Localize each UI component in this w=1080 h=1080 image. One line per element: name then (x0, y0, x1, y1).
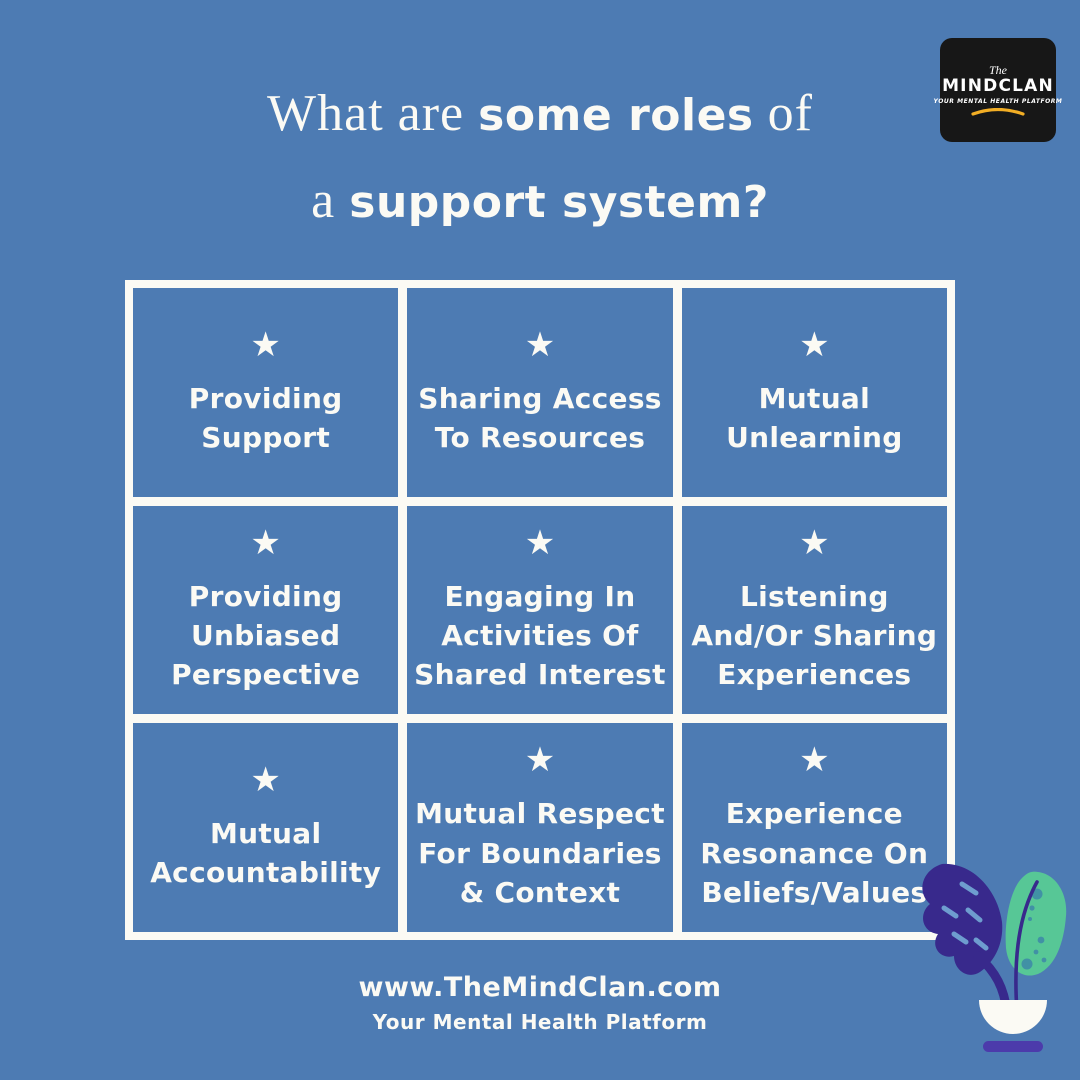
grid-cell-mutual-unlearning: ★ Mutual Unlearning (681, 288, 947, 497)
grid-cell-sharing-access: ★ Sharing Access To Resources (407, 288, 673, 497)
title-marker-text: some roles (478, 90, 754, 141)
footer-tagline: Your Mental Health Platform (372, 1010, 708, 1034)
title-serif-text: What are (267, 85, 479, 142)
star-icon: ★ (250, 324, 281, 365)
footer-url: www.TheMindClan.com (358, 972, 722, 1003)
cell-label: Experience Resonance On Beliefs/Values (700, 797, 929, 909)
title-serif-text: of (753, 85, 813, 142)
title-marker-text: support system? (349, 177, 769, 228)
cell-label: Providing Unbiased Perspective (171, 579, 361, 692)
star-icon: ★ (799, 522, 830, 563)
plant-illustration (922, 863, 1067, 1052)
cell-label: Mutual Unlearning (726, 381, 903, 454)
grid-cell-listening-sharing: ★ Listening And/Or Sharing Experiences (681, 505, 947, 715)
cell-label: Listening And/Or Sharing Experiences (691, 579, 938, 692)
cell-label: Engaging In Activities Of Shared Interes… (414, 579, 666, 692)
grid-cell-mutual-accountability: ★ Mutual Accountability (133, 723, 399, 932)
star-icon: ★ (524, 740, 556, 781)
plant-pot (979, 1000, 1047, 1034)
mindclan-logo-badge: The MINDCLAN YOUR MENTAL HEALTH PLATFORM (934, 38, 1062, 142)
roles-grid: ★ Providing Support ★ Sharing Access To … (125, 280, 955, 940)
grid-cell-mutual-respect: ★ Mutual Respect For Boundaries & Contex… (407, 723, 673, 932)
grid-cell-providing-support: ★ Providing Support (133, 288, 399, 497)
logo-underline-swoosh-icon (971, 107, 1025, 116)
cell-label: Providing Support (188, 381, 343, 454)
cell-label: Sharing Access To Resources (418, 381, 662, 454)
star-icon: ★ (524, 522, 556, 563)
logo-tagline-text: YOUR MENTAL HEALTH PLATFORM (933, 97, 1063, 105)
footer: www.TheMindClan.com Your Mental Health P… (0, 972, 1080, 1034)
star-icon: ★ (250, 522, 281, 563)
star-icon: ★ (250, 759, 281, 800)
star-icon: ★ (799, 324, 830, 365)
cell-label: Mutual Respect For Boundaries & Context (415, 797, 665, 909)
plant-pot-base (983, 1041, 1043, 1052)
title-line-2: a support system? (0, 163, 1080, 250)
logo-the-text: The (989, 62, 1007, 77)
grid-cell-unbiased-perspective: ★ Providing Unbiased Perspective (133, 505, 399, 715)
cell-label: Mutual Accountability (150, 816, 382, 890)
grid-cell-experience-resonance: ★ Experience Resonance On Beliefs/Values (681, 723, 947, 932)
star-icon: ★ (799, 740, 830, 781)
page-title: What are some roles of a support system? (0, 76, 1080, 250)
star-icon: ★ (524, 324, 556, 365)
purple-leaf-icon (922, 863, 1003, 975)
green-leaf-icon (1005, 871, 1067, 976)
logo-name-text: MINDCLAN (942, 75, 1054, 96)
title-serif-text: a (311, 172, 350, 229)
grid-cell-shared-interest: ★ Engaging In Activities Of Shared Inter… (407, 505, 673, 715)
plant-stem (1014, 880, 1039, 1014)
title-line-1: What are some roles of (0, 76, 1080, 163)
